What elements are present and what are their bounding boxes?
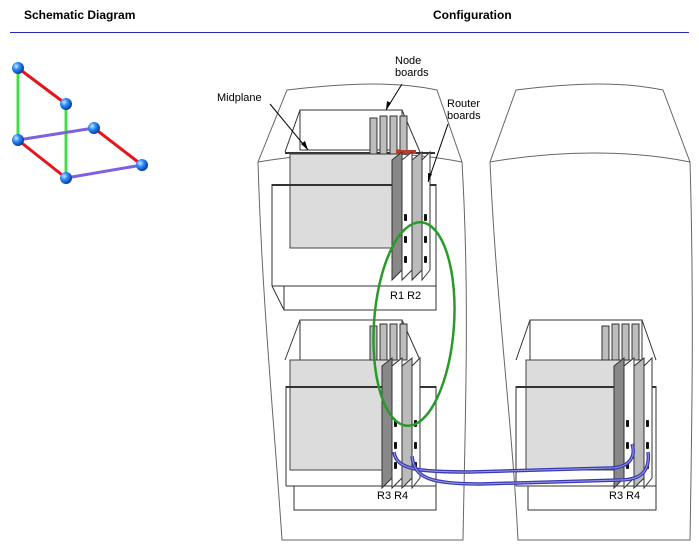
router-node <box>88 122 100 134</box>
red-link <box>17 66 67 106</box>
router-node <box>60 172 72 184</box>
green-cable-loop <box>372 220 456 428</box>
module-base <box>527 485 657 511</box>
left-lower-module <box>284 319 437 511</box>
midplane-leader <box>269 103 309 151</box>
router-boards-label: Router <box>447 98 480 110</box>
purple-link <box>17 126 95 142</box>
left-upper-module <box>271 109 437 311</box>
r3-r4-label-left: R3 R4 <box>377 490 408 502</box>
schematic-diagram-heading: Schematic Diagram <box>24 8 136 22</box>
red-link <box>93 126 143 167</box>
header-divider <box>10 32 689 33</box>
r1-r2-label: R1 R2 <box>390 290 421 302</box>
router-node <box>12 134 24 146</box>
router-node <box>60 98 72 110</box>
module-base <box>283 285 437 311</box>
module-base <box>293 485 437 511</box>
purple-link <box>65 163 143 180</box>
midplane-panel <box>289 153 403 249</box>
router-boards-leader <box>427 123 449 183</box>
r3-r4-label-right: R3 R4 <box>609 490 640 502</box>
node-boards-label: boards <box>395 67 429 79</box>
right-cabinet-outline <box>489 83 693 541</box>
left-cabinet-outline <box>257 83 467 541</box>
midplane-label: Midplane <box>217 92 262 104</box>
node-boards-label: Node <box>395 55 421 67</box>
configuration-heading: Configuration <box>433 8 512 22</box>
right-cabinet-top-edge <box>489 152 691 163</box>
router-boards-label: boards <box>447 110 481 122</box>
schematic-diagram <box>12 62 148 184</box>
red-link <box>17 138 67 180</box>
right-lower-module <box>515 319 657 511</box>
router-node <box>136 159 148 171</box>
router-node <box>12 62 24 74</box>
node-board-connector <box>396 150 416 154</box>
